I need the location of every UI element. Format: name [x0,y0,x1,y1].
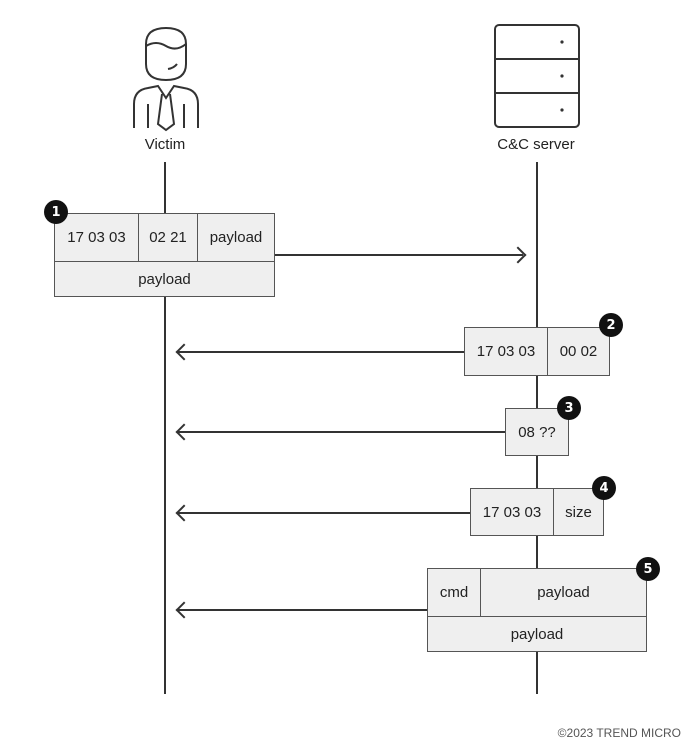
person-icon [133,26,199,132]
victim-lifeline [164,162,166,694]
arrow-5 [178,609,427,611]
arrow-2 [178,351,464,353]
arrow-2-head [175,343,193,361]
arrow-1-head [509,246,527,264]
msg2-field-2: 00 02 [547,327,610,376]
msg1-field-1: 17 03 03 [54,213,139,262]
msg1-field-2: 02 21 [138,213,198,262]
msg3-field-1: 08 ?? [505,408,569,456]
arrow-1 [275,254,523,256]
server-icon [494,24,580,128]
arrow-4 [178,512,470,514]
victim-label: Victim [144,136,186,153]
copyright-text: ©2023 TREND MICRO [557,726,681,740]
msg1-field-3: payload [197,213,275,262]
msg5-field-2: payload [480,568,647,617]
step-badge-2: 2 [599,313,623,337]
msg5-field-1: cmd [427,568,481,617]
step-badge-3: 3 [557,396,581,420]
step-badge-4: 4 [592,476,616,500]
step-badge-5: 5 [636,557,660,581]
arrow-4-head [175,504,193,522]
server-label: C&C server [497,136,575,153]
msg4-field-1: 17 03 03 [470,488,554,536]
msg5-row-2: payload [427,616,647,652]
msg1-row-2: payload [54,261,275,297]
arrow-3 [178,431,505,433]
arrow-5-head [175,601,193,619]
arrow-3-head [175,423,193,441]
step-badge-1: 1 [44,200,68,224]
msg2-field-1: 17 03 03 [464,327,548,376]
